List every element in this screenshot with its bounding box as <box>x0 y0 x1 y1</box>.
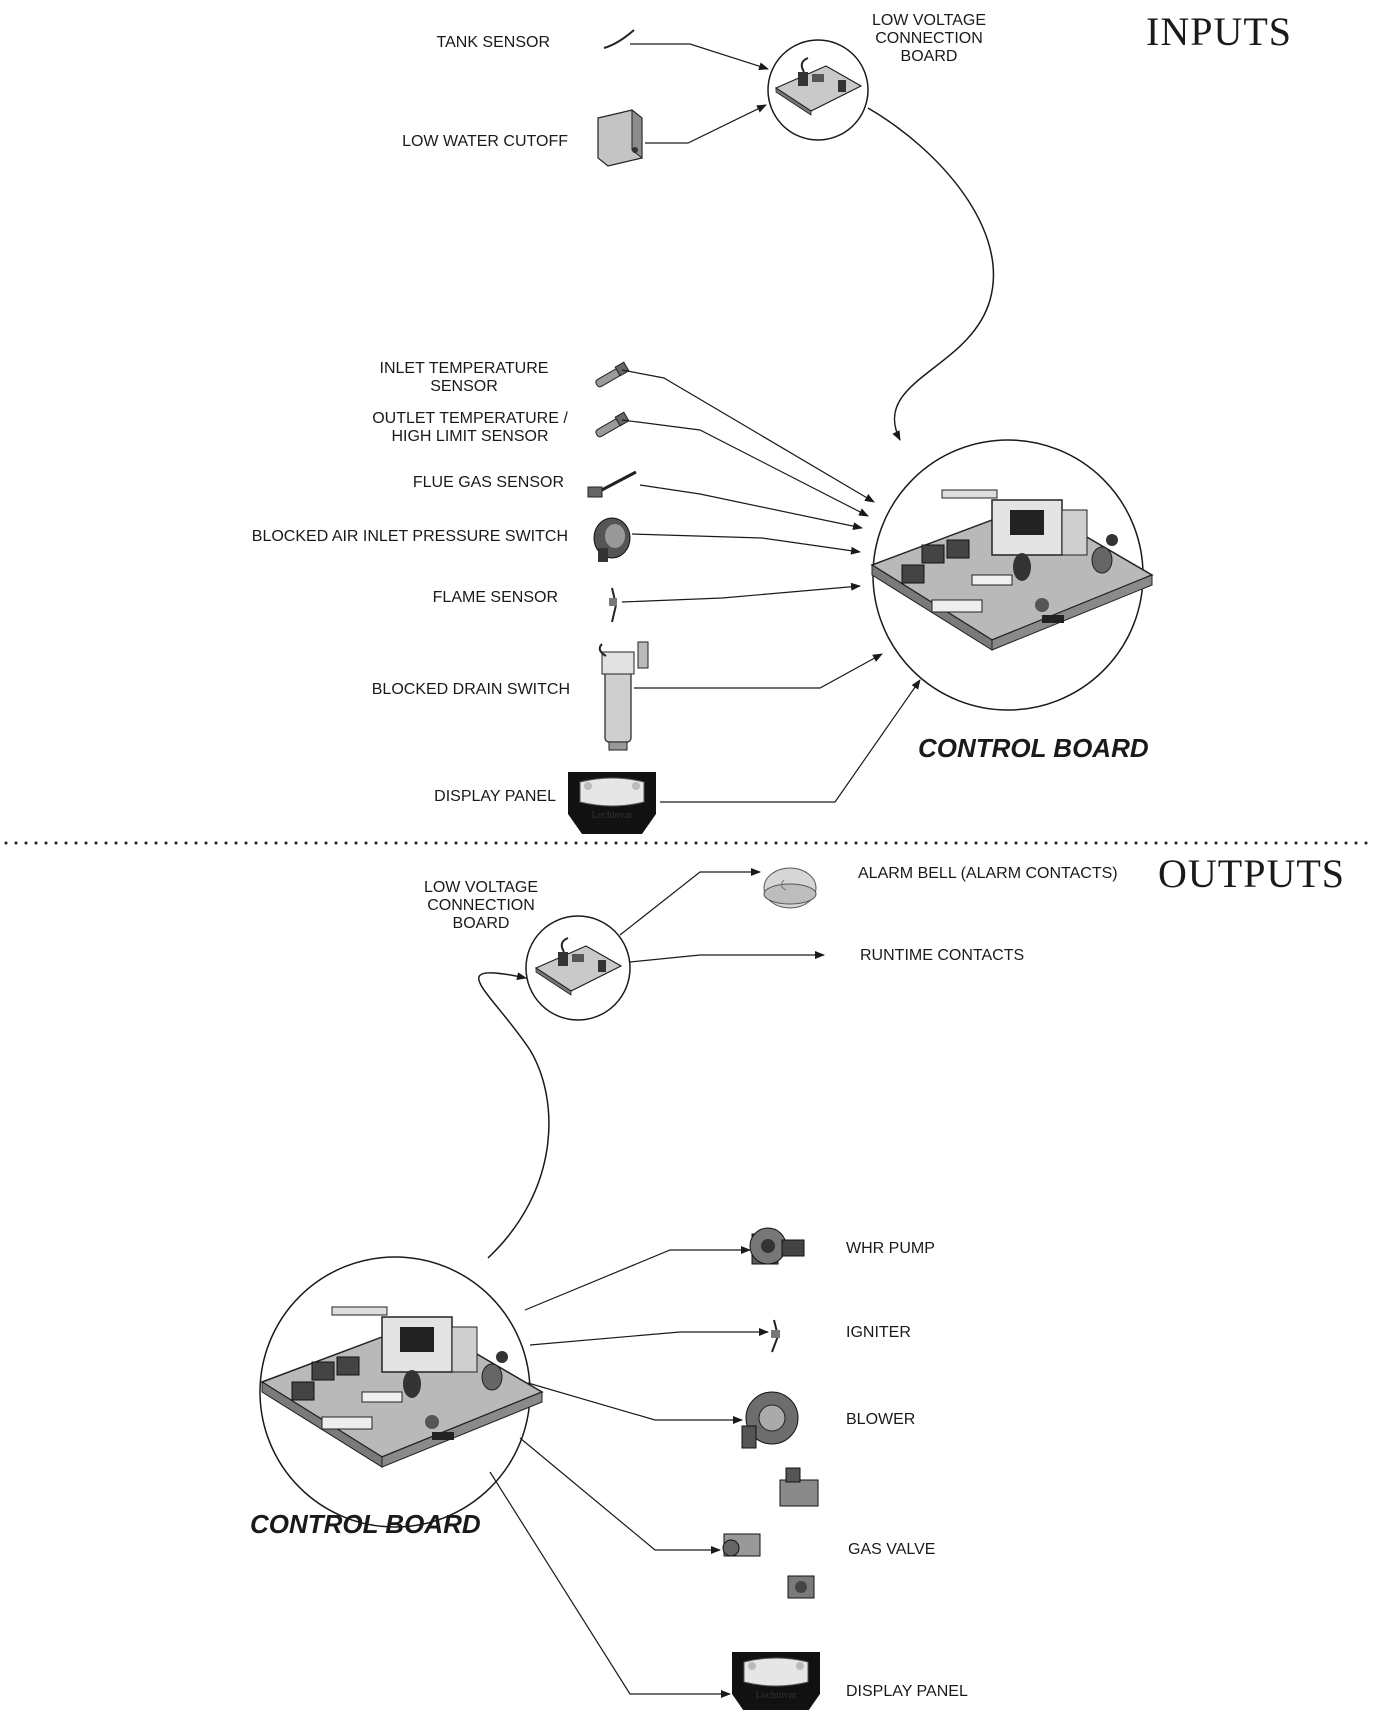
alarm-bell-icon <box>763 867 817 909</box>
svg-text:Lochinvar: Lochinvar <box>755 1690 797 1701</box>
output-lv-board-line-1: LOW VOLTAGE <box>423 879 539 896</box>
alarm-bell-label: ALARM BELL (ALARM CONTACTS) <box>858 865 1118 882</box>
output-control-board-label: CONTROL BOARD <box>250 1509 481 1539</box>
control-board-label: CONTROL BOARD <box>918 733 1149 763</box>
low-water-cutoff-icon <box>597 108 643 167</box>
outlet-temp-sensor-icon <box>594 411 630 439</box>
igniter-icon <box>771 1319 780 1353</box>
output-lv-board-line-3: BOARD <box>452 915 510 932</box>
output-lv-board-label: LOW VOLTAGE CONNECTION BOARD <box>412 879 550 933</box>
lv-board-line-1: LOW VOLTAGE <box>871 12 987 29</box>
drain-switch-icon <box>598 641 649 751</box>
whr-pump-icon <box>749 1227 805 1265</box>
output-display-panel-icon <box>731 1651 821 1710</box>
outlet-temp-sensor-label: OUTLET TEMPERATURE / HIGH LIMIT SENSOR <box>350 410 590 446</box>
low-water-cutoff-label: LOW WATER CUTOFF <box>402 133 568 150</box>
outputs-title: OUTPUTS <box>1158 851 1346 896</box>
flame-sensor-label: FLAME SENSOR <box>432 589 558 606</box>
lv-board-label: LOW VOLTAGE CONNECTION BOARD <box>858 12 1000 66</box>
inlet-temp-line-2: SENSOR <box>430 378 498 395</box>
output-display-panel-label: DISPLAY PANEL <box>846 1683 968 1700</box>
inlet-temp-sensor-label: INLET TEMPERATURE SENSOR <box>360 360 568 396</box>
runtime-contacts-label: RUNTIME CONTACTS <box>860 947 1025 964</box>
outlet-temp-line-1: OUTLET TEMPERATURE / <box>372 410 568 427</box>
gas-valve-label: GAS VALVE <box>848 1541 936 1558</box>
inputs-title: INPUTS <box>1146 9 1293 54</box>
blower-icon <box>741 1391 799 1449</box>
flame-sensor-icon <box>609 587 618 623</box>
svg-text:Lochinvar: Lochinvar <box>591 810 633 821</box>
blocked-drain-switch-label: BLOCKED DRAIN SWITCH <box>371 681 570 698</box>
igniter-label: IGNITER <box>846 1324 911 1341</box>
inlet-temp-line-1: INLET TEMPERATURE <box>379 360 549 377</box>
tank-sensor-label: TANK SENSOR <box>436 34 551 51</box>
output-lv-board-line-2: CONNECTION <box>427 897 535 914</box>
display-panel-label: DISPLAY PANEL <box>434 788 556 805</box>
pressure-switch-icon <box>593 517 631 562</box>
lv-board-line-3: BOARD <box>900 48 958 65</box>
whr-pump-label: WHR PUMP <box>846 1240 935 1257</box>
gas-valve-icon <box>722 1467 819 1599</box>
lv-board-line-2: CONNECTION <box>875 30 983 47</box>
outlet-temp-line-2: HIGH LIMIT SENSOR <box>391 428 549 445</box>
flue-gas-sensor-label: FLUE GAS SENSOR <box>412 474 564 491</box>
blower-label: BLOWER <box>846 1411 916 1428</box>
blocked-air-switch-label: BLOCKED AIR INLET PRESSURE SWITCH <box>251 528 568 545</box>
flue-gas-sensor-icon <box>587 470 637 498</box>
inlet-temp-sensor-icon <box>594 361 630 389</box>
tank-sensor-icon <box>603 29 635 49</box>
display-panel-icon <box>567 771 657 835</box>
